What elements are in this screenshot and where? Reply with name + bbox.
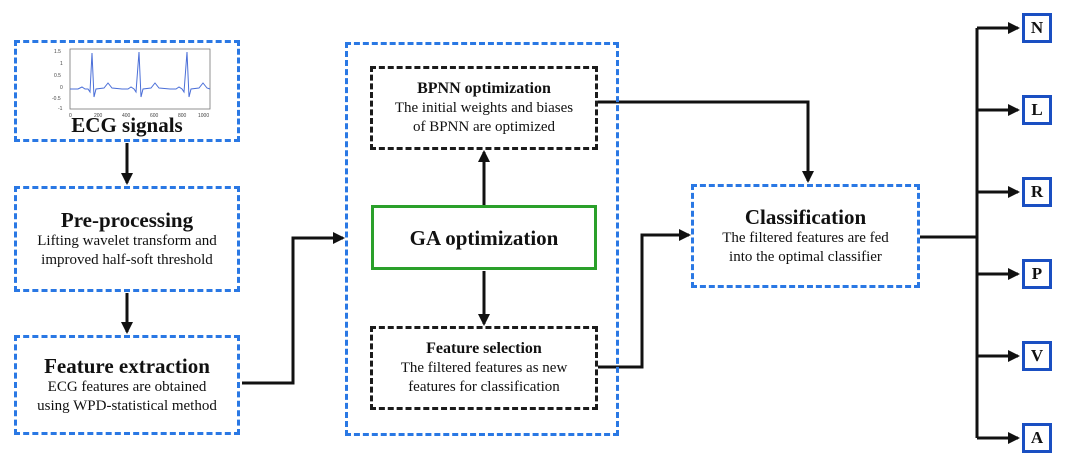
arrow-feature-selection-to-classification [598,229,691,369]
bpnn-optimization-title: BPNN optimization [417,80,551,97]
ga-group-box [345,42,619,436]
bpnn-optimization-line-1: The initial weights and biases [394,100,574,116]
bpnn-optimization-box: BPNN optimization The initial weights an… [370,66,598,150]
feature-extraction-line-1: ECG features are obtained [47,379,207,395]
ga-optimization-title: GA optimization [409,225,559,250]
preprocessing-line-2: improved half-soft threshold [41,252,213,268]
ecg-y-tick: -0.5 [52,96,61,102]
feature-selection-box: Feature selection The filtered features … [370,326,598,410]
ecg-signals-title: ECG signals [71,113,183,137]
feature-selection-line-2: features for classification [408,379,560,395]
ecg-x-tick: 400 [122,113,131,119]
feature-extraction-line-2: using WPD-statistical method [37,398,217,414]
output-class-v: V [1022,341,1052,371]
ecg-signal-plot: 1.5 1 0.5 0 -0.5 -1 0 200 400 600 800 10… [52,48,211,119]
ecg-waveform [70,51,211,98]
ecg-y-tick: 1.5 [54,49,61,55]
ecg-y-tick: 1 [60,61,63,67]
bpnn-optimization-line-2: of BPNN are optimized [412,119,556,135]
classification-line-1: The filtered features are fed [722,230,889,246]
preprocessing-box: Pre-processing Lifting wavelet transform… [14,186,240,292]
output-class-p: P [1022,259,1052,289]
arrow-bpnn-to-classification [598,100,814,183]
output-class-a: A [1022,423,1052,453]
feature-extraction-title: Feature extraction [44,354,210,378]
classification-line-2: into the optimal classifier [729,249,882,265]
output-class-l: L [1022,95,1052,125]
ecg-y-tick: 0.5 [54,73,61,79]
preprocessing-title: Pre-processing [60,208,194,232]
ecg-x-tick: 200 [94,113,103,119]
output-class-n: N [1022,13,1052,43]
ecg-y-tick: -1 [58,106,63,112]
output-trunk-line [920,28,979,438]
classification-box: Classification The filtered features are… [691,184,920,288]
arrow-feature-extraction-to-ga-group [242,232,345,385]
ga-optimization-box: GA optimization [371,205,597,270]
ecg-x-tick: 1000 [198,113,209,119]
feature-selection-line-1: The filtered features as new [400,360,568,376]
ecg-x-tick: 800 [178,113,187,119]
ecg-x-tick: 0 [69,113,72,119]
preprocessing-line-1: Lifting wavelet transform and [37,233,217,249]
classification-title: Classification [744,205,867,229]
output-class-r: R [1022,177,1052,207]
ecg-y-tick: 0 [60,85,63,91]
ecg-signals-box: 1.5 1 0.5 0 -0.5 -1 0 200 400 600 800 10… [14,40,240,142]
feature-selection-title: Feature selection [426,340,542,357]
feature-extraction-box: Feature extraction ECG features are obta… [14,335,240,435]
ecg-x-tick: 600 [150,113,159,119]
